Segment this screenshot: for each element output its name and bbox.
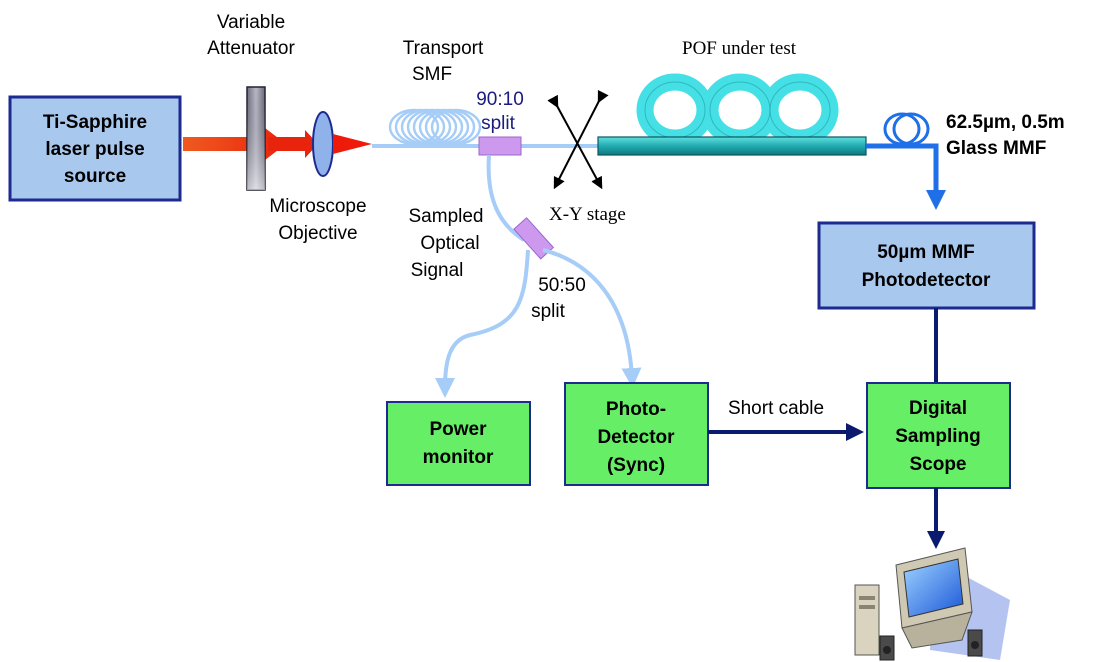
- mmf-fiber: [866, 143, 946, 210]
- fiber-to-sync-detector: [542, 248, 642, 388]
- sync-photodetector-line-3: (Sync): [607, 455, 665, 476]
- split-90-10-label-1: 90:10: [476, 89, 524, 110]
- short-cable-label: Short cable: [728, 398, 824, 419]
- splitter-90-10: [478, 136, 522, 156]
- mmf-coil-icon: [883, 112, 930, 146]
- glass-mmf-label-1: 62.5µm, 0.5m: [946, 112, 1065, 133]
- laser-source-line-2: laser pulse: [45, 139, 144, 160]
- power-monitor-line-2: monitor: [423, 447, 494, 468]
- power-monitor-line-1: Power: [429, 419, 487, 440]
- sync-photodetector-line-1: Photo-: [606, 399, 666, 420]
- mmf-photodetector-line-1: 50µm MMF: [877, 242, 975, 263]
- mmf-photodetector-line-2: Photodetector: [862, 270, 991, 291]
- transport-smf-label-1: Transport: [403, 38, 484, 59]
- fiber-to-power-monitor: [435, 249, 530, 398]
- lens-icon: [312, 111, 372, 177]
- computer-icon: [854, 547, 1010, 661]
- power-monitor-box: Power monitor: [386, 401, 531, 486]
- laser-source-line-1: Ti-Sapphire: [43, 112, 147, 133]
- split-50-50-label-2: split: [531, 301, 566, 322]
- laser-source-box: Ti-Sapphire laser pulse source: [8, 95, 182, 202]
- sync-photodetector-line-2: Detector: [597, 427, 675, 448]
- attenuator-icon: [246, 86, 266, 191]
- glass-mmf-label-2: Glass MMF: [946, 138, 1046, 159]
- mmf-photodetector-box: 50µm MMF Photodetector: [817, 221, 1036, 310]
- xy-stage-icon: [547, 89, 609, 190]
- transport-smf-label-2: SMF: [412, 64, 452, 85]
- xy-stage-label: X-Y stage: [549, 204, 626, 225]
- pof-under-test-label: POF under test: [682, 38, 797, 59]
- laser-source-line-3: source: [64, 166, 126, 187]
- microscope-objective-label-2: Objective: [278, 223, 357, 244]
- sync-photodetector-box: Photo- Detector (Sync): [564, 382, 709, 486]
- sampled-optical-signal-label-3: Signal: [411, 260, 464, 281]
- microscope-objective-label-1: Microscope: [269, 196, 366, 217]
- sampled-optical-signal-label-1: Sampled: [409, 206, 484, 227]
- fiber-coil-icon: [388, 108, 482, 146]
- scope-line-1: Digital: [909, 398, 967, 419]
- sampled-optical-signal-label-2: Optical: [420, 233, 479, 254]
- split-90-10-label-2: split: [481, 113, 516, 134]
- split-50-50-label-1: 50:50: [538, 275, 586, 296]
- pof-coil-icon: [636, 73, 839, 147]
- scope-line-3: Scope: [909, 454, 966, 475]
- variable-attenuator-label-2: Attenuator: [207, 38, 295, 59]
- scope-line-2: Sampling: [895, 426, 981, 447]
- pof-fiber: [597, 136, 867, 156]
- variable-attenuator-label-1: Variable: [217, 12, 285, 33]
- laser-beam-icon: [183, 128, 286, 160]
- digital-sampling-scope-box: Digital Sampling Scope: [866, 382, 1011, 489]
- sampled-branch-fiber: [486, 154, 526, 242]
- attenuated-beam-icon: [268, 130, 318, 158]
